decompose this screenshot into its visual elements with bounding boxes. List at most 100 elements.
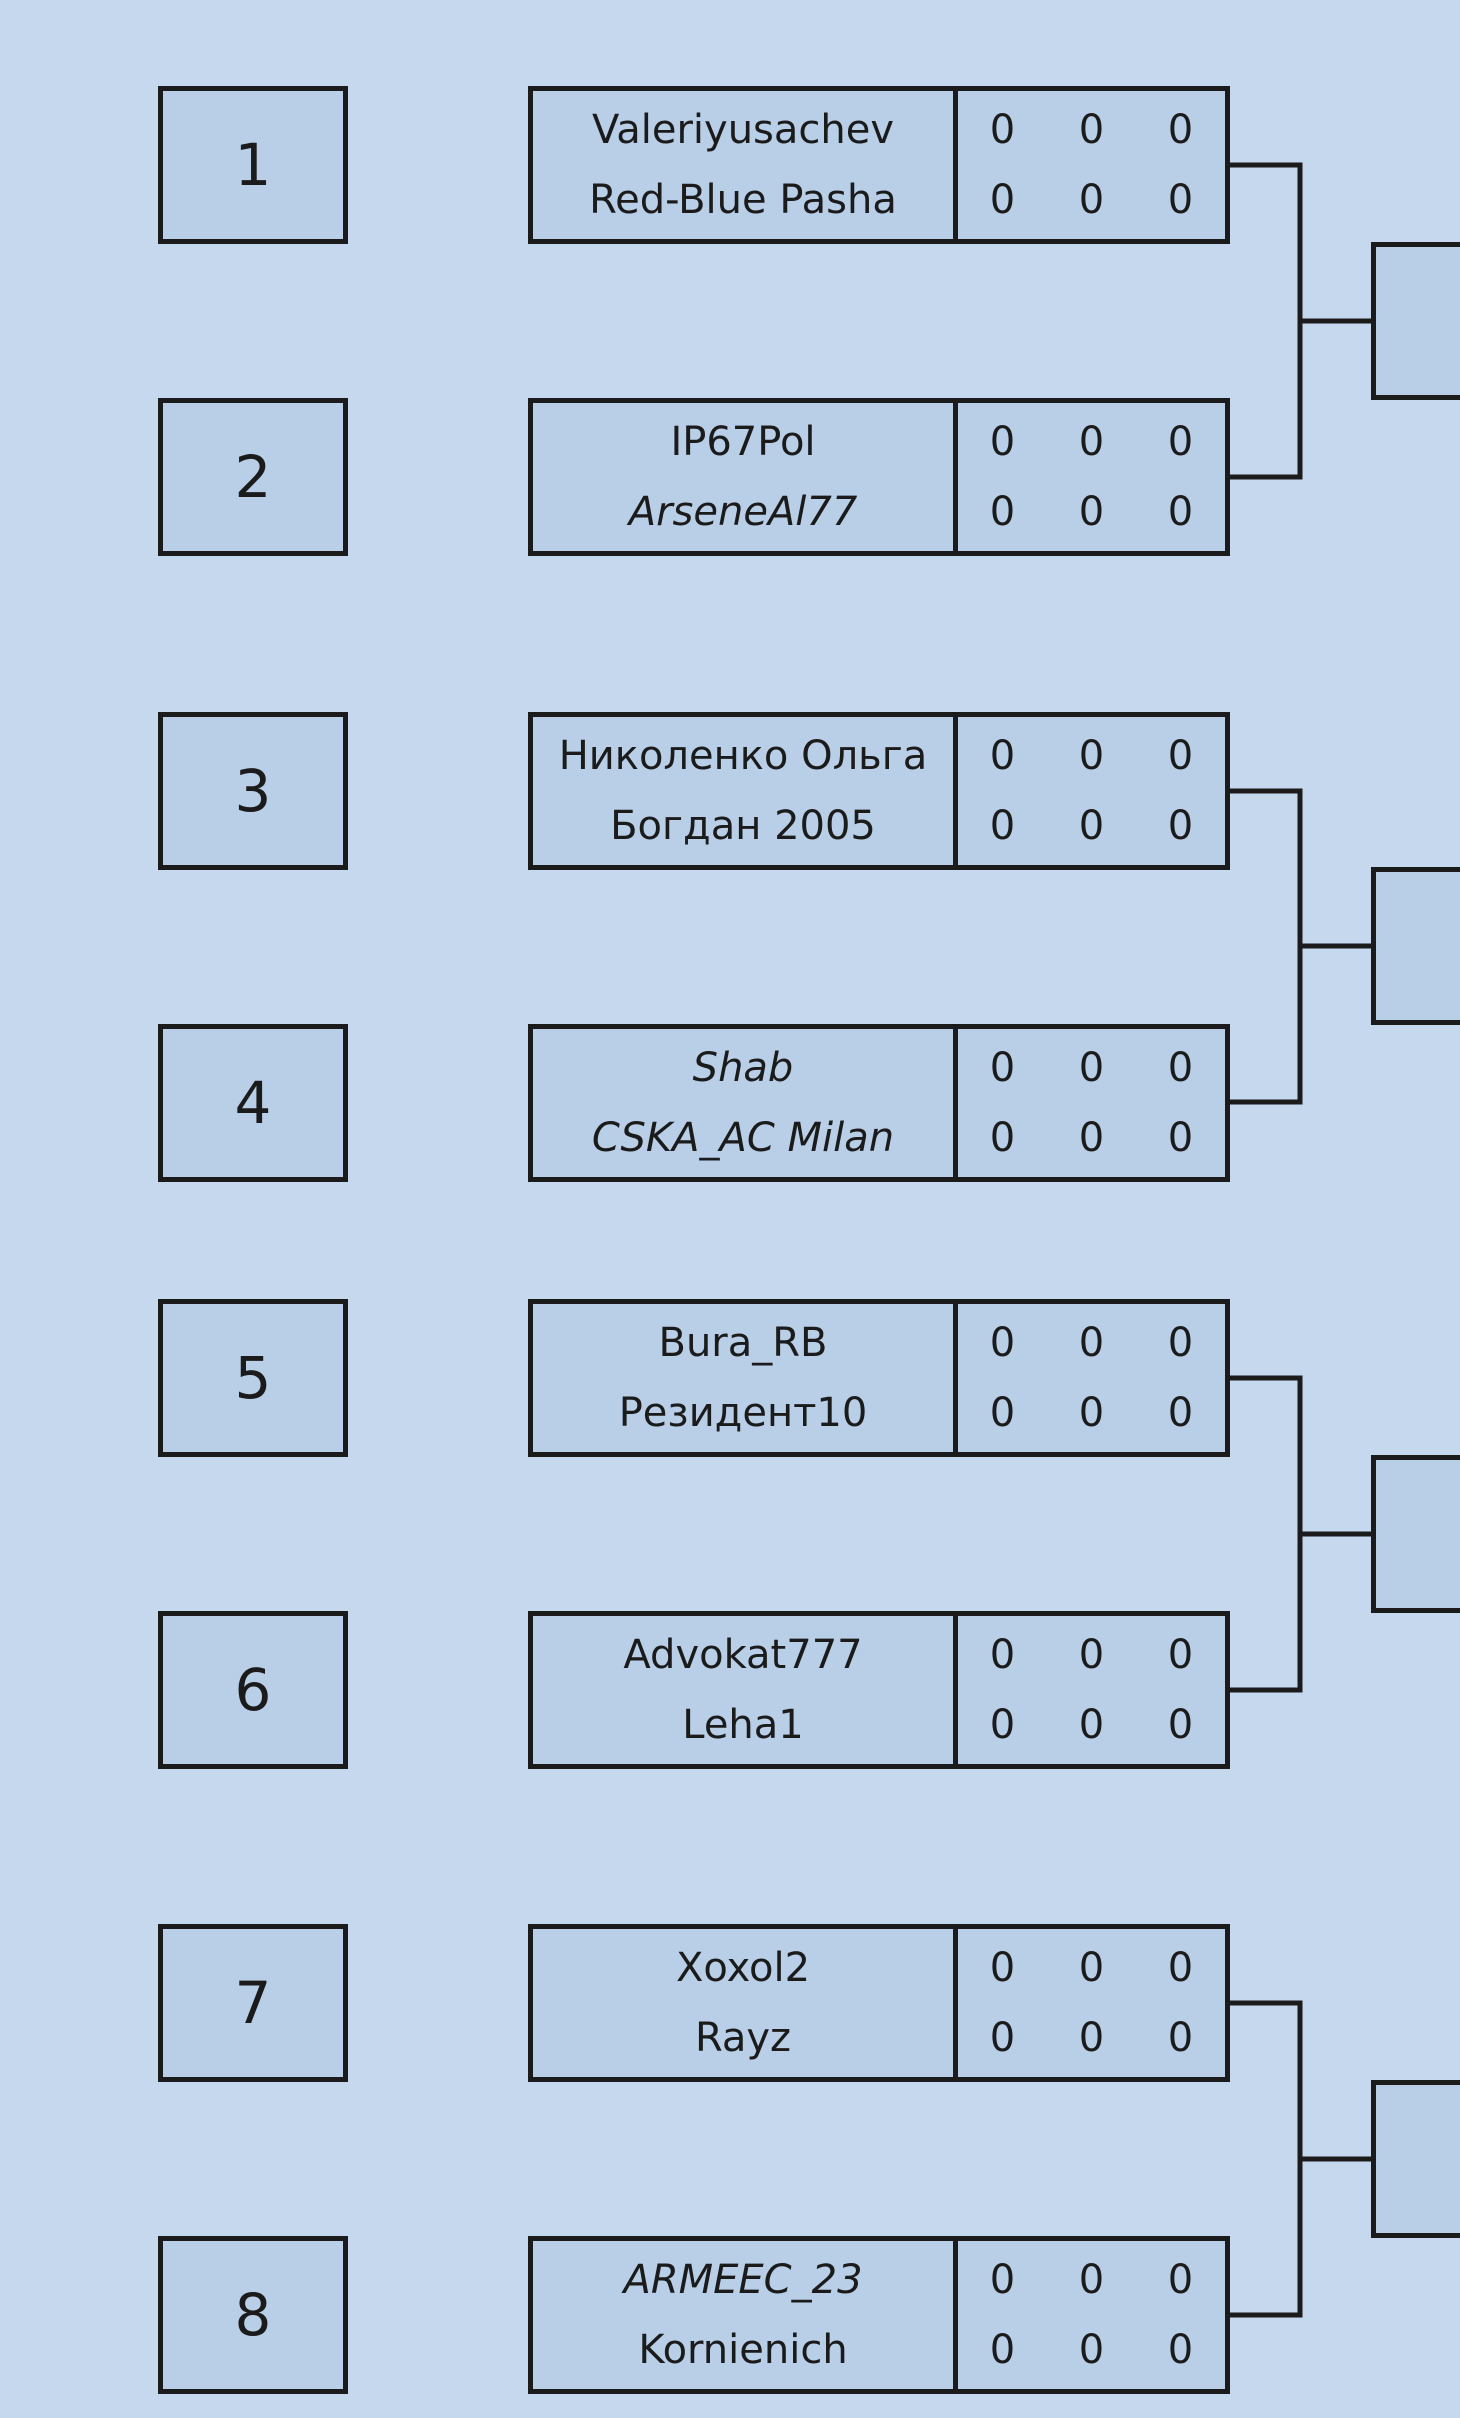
- score-row: 0 0 0: [958, 2328, 1225, 2372]
- score: 0: [989, 1320, 1016, 1366]
- score: 0: [989, 419, 1016, 465]
- score: 0: [989, 1702, 1016, 1748]
- player-names: Bura_RB Резидент10: [533, 1304, 958, 1452]
- score: 0: [989, 1390, 1016, 1436]
- score: 0: [989, 1945, 1016, 1991]
- next-round-box-2[interactable]: [1371, 867, 1460, 1025]
- player-name: Kornienich: [638, 2327, 848, 2373]
- seed-number: 7: [234, 1969, 272, 2037]
- score: 0: [989, 177, 1016, 223]
- score-row: 0 0 0: [958, 1633, 1225, 1677]
- score: 0: [1167, 1945, 1194, 1991]
- score: 0: [1078, 1632, 1105, 1678]
- next-round-box-1[interactable]: [1371, 242, 1460, 400]
- score: 0: [1167, 733, 1194, 779]
- player-name: ArseneAl77: [628, 489, 858, 535]
- player-names: ARMEEC_23 Kornienich: [533, 2241, 958, 2389]
- player-name: Богдан 2005: [610, 803, 876, 849]
- seed-number: 2: [234, 443, 272, 511]
- score: 0: [989, 2327, 1016, 2373]
- score: 0: [1078, 1702, 1105, 1748]
- player-names: Valeriyusachev Red-Blue Pasha: [533, 91, 958, 239]
- score: 0: [1078, 1045, 1105, 1091]
- seed-number: 4: [234, 1069, 272, 1137]
- connector-5-6: [1230, 1375, 1303, 1693]
- player-names: Shab CSKA_AC Milan: [533, 1029, 958, 1177]
- score: 0: [1167, 489, 1194, 535]
- seed-number: 1: [234, 131, 272, 199]
- score: 0: [1167, 107, 1194, 153]
- player-name: IP67Pol: [670, 419, 816, 465]
- seed-number: 3: [234, 757, 272, 825]
- score: 0: [1167, 1115, 1194, 1161]
- score: 0: [989, 2257, 1016, 2303]
- player-name: Bura_RB: [658, 1320, 828, 1366]
- score: 0: [1167, 1702, 1194, 1748]
- score: 0: [1167, 419, 1194, 465]
- player-name: Николенко Ольга: [558, 733, 928, 779]
- seed-number: 5: [234, 1344, 272, 1412]
- score: 0: [1167, 177, 1194, 223]
- scores: 0 0 0 0 0 0: [958, 403, 1225, 551]
- player-names: Николенко Ольга Богдан 2005: [533, 717, 958, 865]
- score: 0: [1167, 803, 1194, 849]
- connector-3-4: [1230, 788, 1303, 1105]
- score: 0: [1078, 1115, 1105, 1161]
- match-box-6[interactable]: Advokat777 Leha1 0 0 0 0 0 0: [528, 1611, 1230, 1769]
- score: 0: [1078, 107, 1105, 153]
- seed-box-7: 7: [158, 1924, 348, 2082]
- score: 0: [989, 489, 1016, 535]
- seed-box-1: 1: [158, 86, 348, 244]
- score: 0: [1078, 733, 1105, 779]
- match-box-7[interactable]: Xoxol2 Rayz 0 0 0 0 0 0: [528, 1924, 1230, 2082]
- score: 0: [1078, 1390, 1105, 1436]
- score: 0: [1078, 489, 1105, 535]
- score: 0: [1167, 1632, 1194, 1678]
- score: 0: [1167, 2327, 1194, 2373]
- score: 0: [1078, 2327, 1105, 2373]
- scores: 0 0 0 0 0 0: [958, 1929, 1225, 2077]
- player-names: IP67Pol ArseneAl77: [533, 403, 958, 551]
- score: 0: [1078, 177, 1105, 223]
- score: 0: [1078, 1945, 1105, 1991]
- player-name: Shab: [692, 1045, 794, 1091]
- score: 0: [1167, 2015, 1194, 2061]
- player-name: Red-Blue Pasha: [589, 177, 897, 223]
- score: 0: [1167, 1390, 1194, 1436]
- next-round-box-4[interactable]: [1371, 2080, 1460, 2238]
- match-box-2[interactable]: IP67Pol ArseneAl77 0 0 0 0 0 0: [528, 398, 1230, 556]
- score: 0: [989, 1632, 1016, 1678]
- score: 0: [1078, 2015, 1105, 2061]
- seed-number: 8: [234, 2281, 272, 2349]
- player-names: Advokat777 Leha1: [533, 1616, 958, 1764]
- next-round-box-3[interactable]: [1371, 1455, 1460, 1613]
- player-names: Xoxol2 Rayz: [533, 1929, 958, 2077]
- seed-number: 6: [234, 1656, 272, 1724]
- score-row: 0 0 0: [958, 490, 1225, 534]
- player-name: CSKA_AC Milan: [591, 1115, 895, 1161]
- score-row: 0 0 0: [958, 1946, 1225, 1990]
- player-name: Leha1: [682, 1702, 804, 1748]
- connector-7-8: [1230, 2000, 1303, 2318]
- scores: 0 0 0 0 0 0: [958, 1616, 1225, 1764]
- seed-box-2: 2: [158, 398, 348, 556]
- score: 0: [989, 803, 1016, 849]
- player-name: Valeriyusachev: [591, 107, 895, 153]
- score: 0: [989, 733, 1016, 779]
- score: 0: [1167, 1045, 1194, 1091]
- seed-box-5: 5: [158, 1299, 348, 1457]
- score: 0: [989, 2015, 1016, 2061]
